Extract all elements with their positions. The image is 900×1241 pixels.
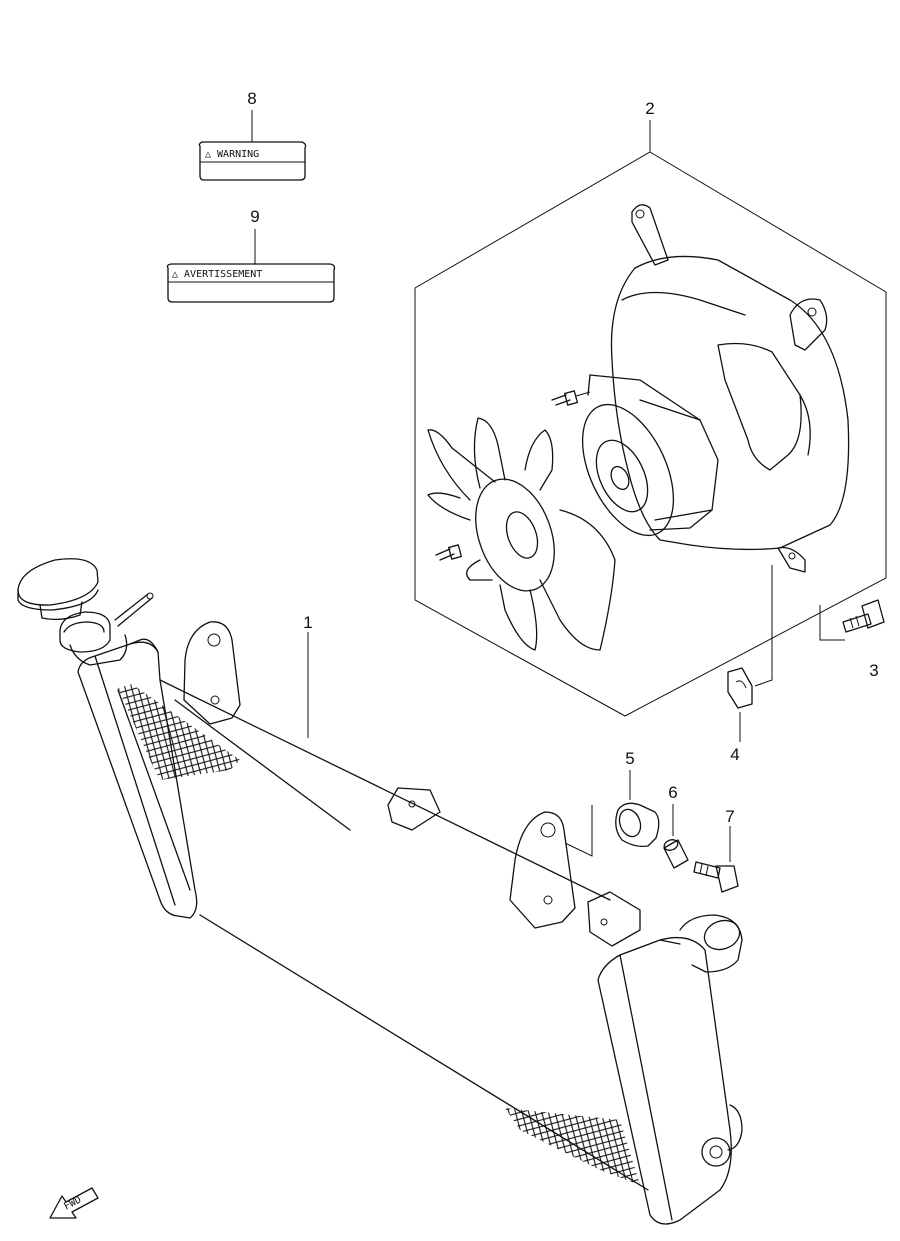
fan-assembly-outline [414,151,887,717]
callout-6: 6 [668,783,677,802]
part-5-grommet [564,770,660,857]
callout-5: 5 [625,749,634,768]
part-1-radiator [69,621,743,1225]
fan-blade [427,417,616,651]
fwd-direction-arrow: FWD [49,1187,99,1219]
callout-9: 9 [250,207,259,226]
callout-7: 7 [725,807,734,826]
warning-label-text: △ WARNING [205,149,259,160]
part-9-avertissement-label: △ AVERTISSEMENT [166,229,336,303]
part-7-bolt [693,826,739,893]
part-3-bolt [819,599,885,641]
part-4-nut-clip [727,565,773,742]
part-2-cooling-fan-assembly [414,120,887,717]
callout-4: 4 [730,745,739,764]
avertissement-label-text: △ AVERTISSEMENT [172,269,262,280]
part-6-collar [663,804,689,869]
callout-2: 2 [645,99,654,118]
callout-8: 8 [247,89,256,108]
radiator-cap [17,558,154,653]
callout-1: 1 [303,613,312,632]
callout-3: 3 [869,661,878,680]
part-8-warning-label: △ WARNING [198,110,307,181]
